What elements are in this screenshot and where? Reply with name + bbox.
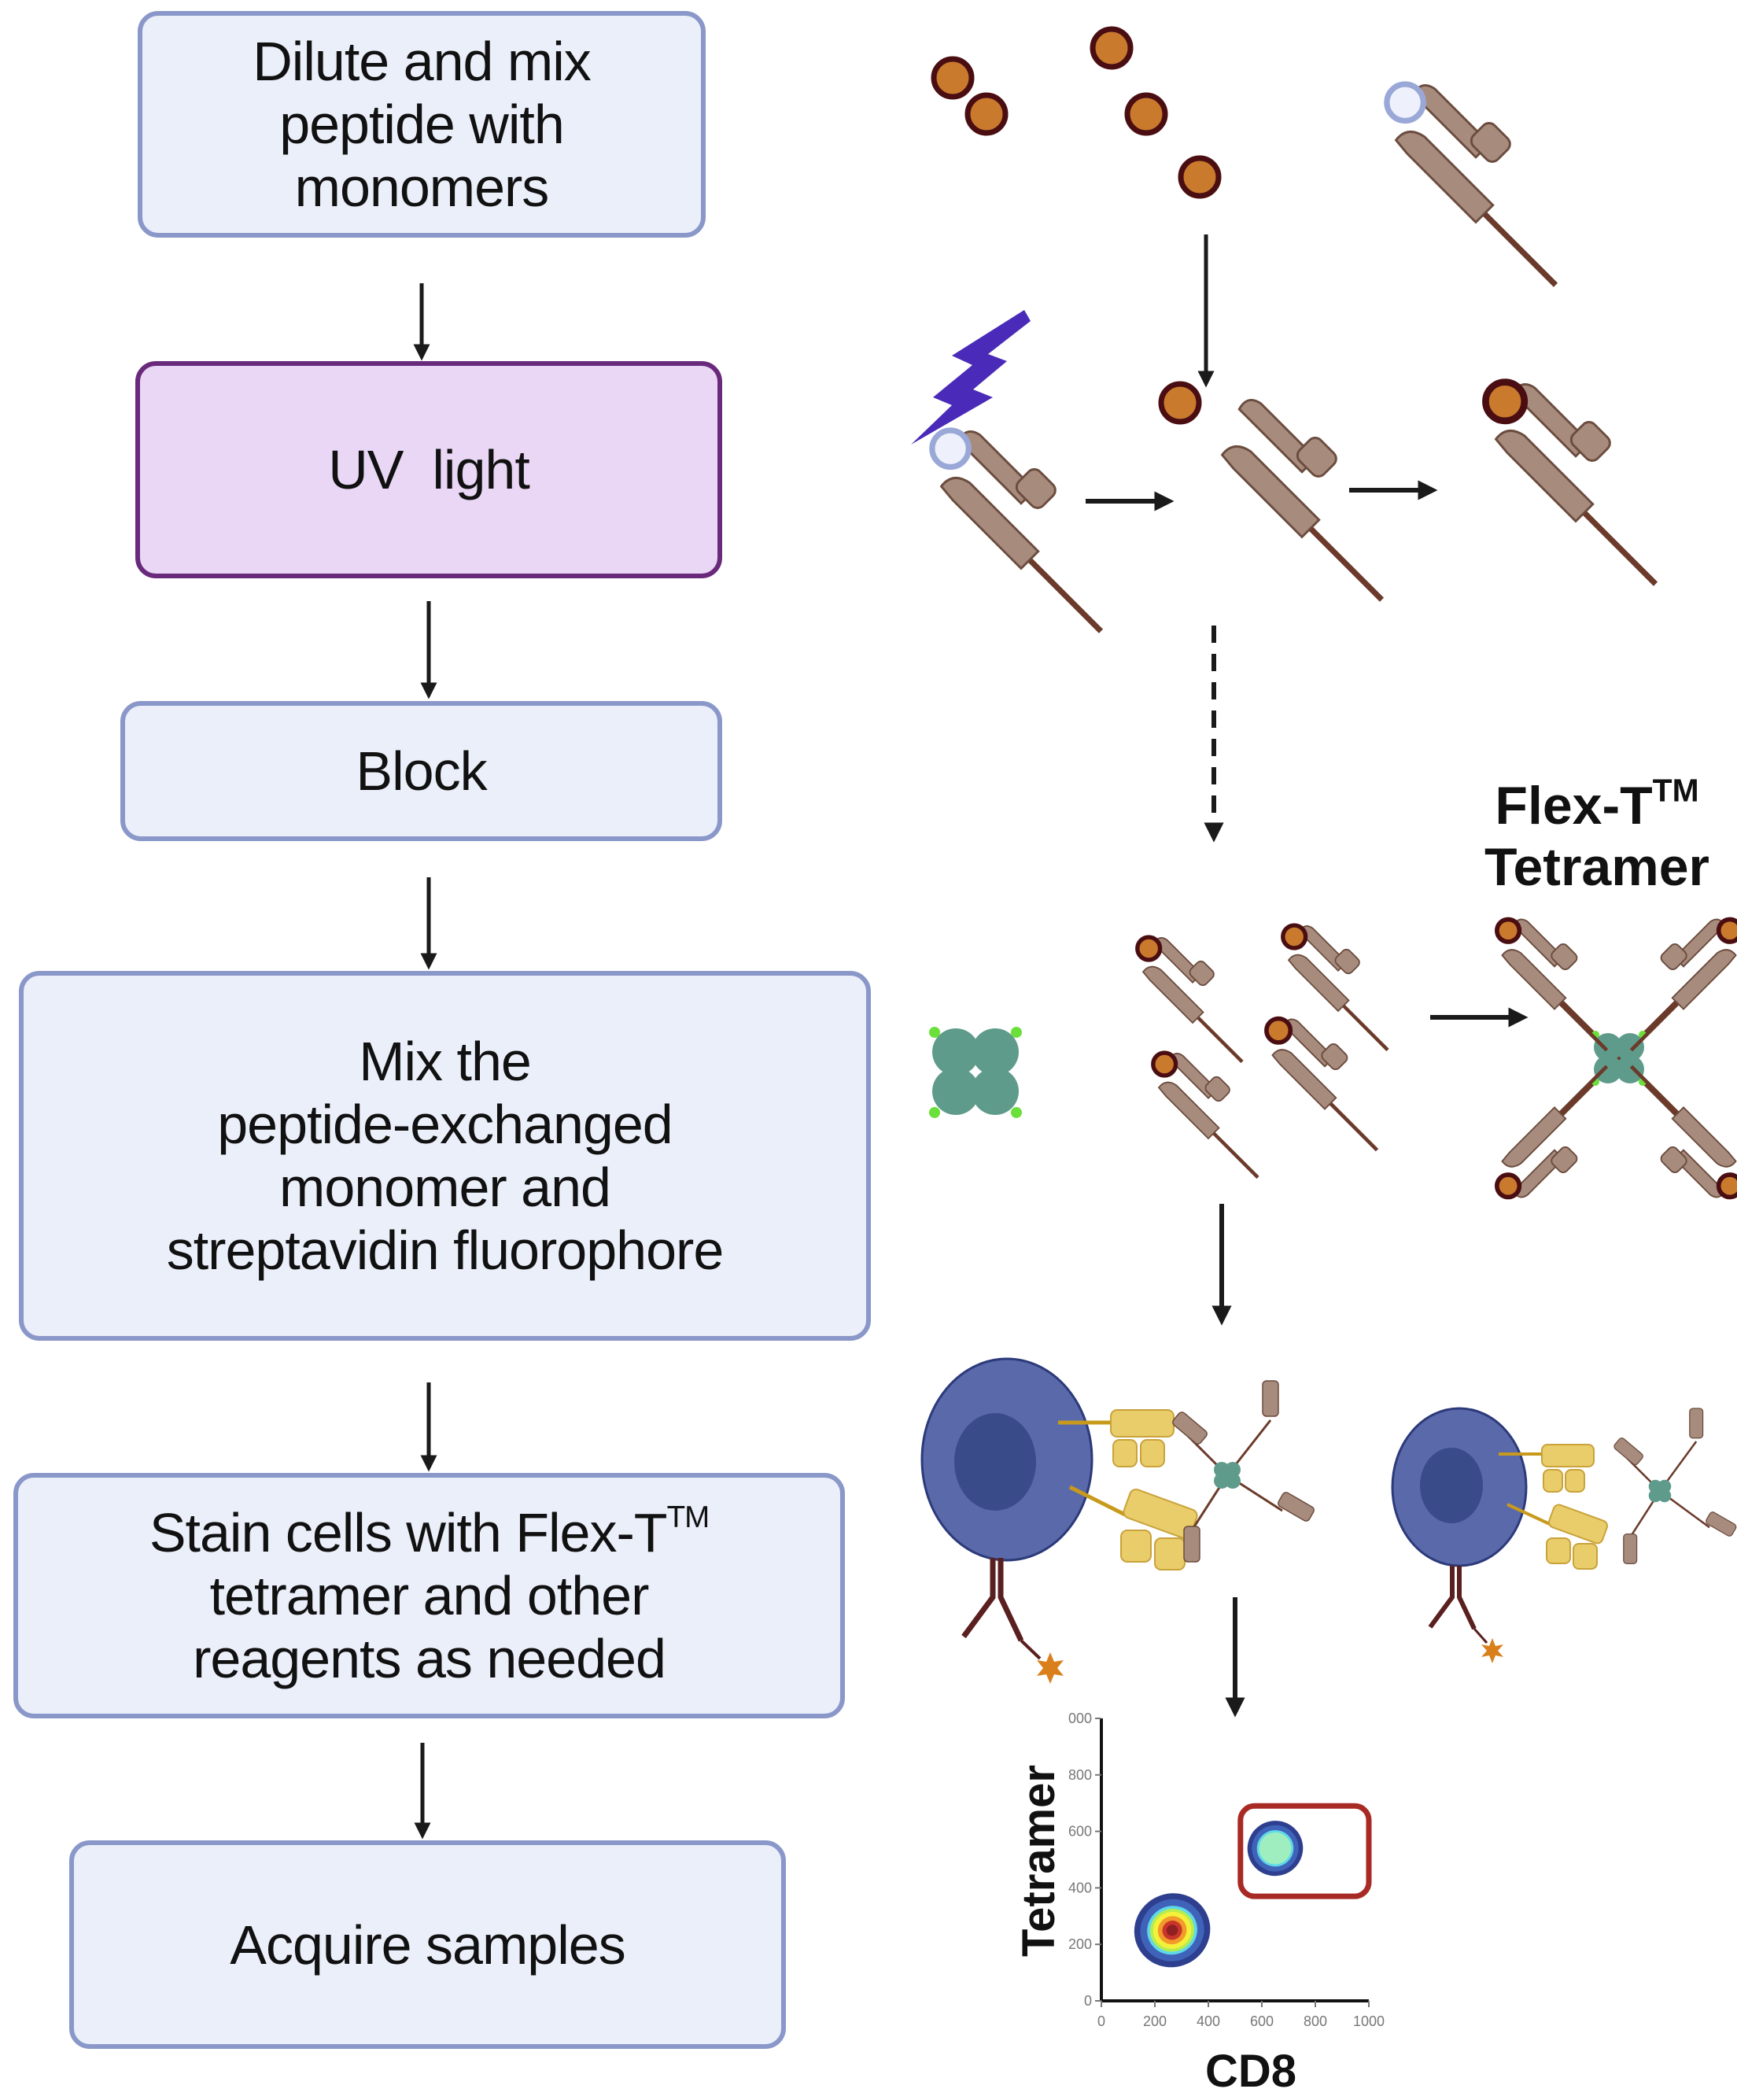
x-tick-label: 800 (1304, 2013, 1327, 2029)
step-uv-light: UV light (135, 361, 722, 578)
density-contour (1259, 1832, 1292, 1865)
peptide-circle-icon (1158, 381, 1202, 425)
gate-rectangle[interactable] (1237, 1803, 1372, 1899)
streptavidin-tetramer-icon (929, 1027, 1022, 1118)
density-contour (1166, 1925, 1178, 1936)
trademark-sup: TM (1652, 772, 1699, 809)
peptide-circle-icon (931, 56, 975, 100)
peptide-group (931, 26, 1222, 199)
step-label-rest: tetramer and other reagents as needed (193, 1565, 666, 1689)
mhc-monomer-icon (1482, 378, 1655, 585)
step-label: Block (356, 740, 487, 802)
y-axis-label: Tetramer (1013, 1765, 1064, 1957)
step-label: Dilute and mix peptide with monomers (253, 31, 592, 218)
y-tick-label: 0 (1084, 1993, 1092, 2009)
y-tick-label: 200 (1068, 1936, 1092, 1952)
step-acquire-samples: Acquire samples (69, 1840, 786, 2049)
x-axis-label: CD8 (1205, 2046, 1296, 2097)
peptide-circle-icon (1178, 155, 1222, 199)
mhc-monomer-icon (1281, 923, 1388, 1050)
step-label: Mix the peptide-exchanged monomer and st… (166, 1031, 725, 1281)
step-label: Acquire samples (230, 1914, 625, 1976)
fluorophore-star-icon (1037, 1652, 1064, 1684)
x-tick-label: 200 (1143, 2013, 1167, 2029)
x-tick-label: 1000 (1353, 2013, 1385, 2029)
exchanged-monomers (1135, 923, 1388, 1177)
step-label: UV light (328, 439, 530, 500)
x-tick-label: 0 (1097, 2013, 1105, 2029)
flow-cytometry-plot: 0 200 400 600 800 1000 0 200 400 600 800 000 Tetram… (1013, 1711, 1385, 2097)
antibody-icon (961, 1558, 1042, 1660)
mhc-monomer-icon (1384, 81, 1556, 285)
density-layer (1134, 1821, 1304, 1968)
tetramer-title: Flex-TTM Tetramer (1459, 772, 1735, 898)
x-tick-label: 600 (1250, 2013, 1274, 2029)
y-tick-label: 400 (1068, 1880, 1092, 1895)
fluorophore-star-icon (1481, 1638, 1503, 1663)
peptide-circle-icon (1124, 92, 1168, 136)
mhc-monomer-icon (929, 427, 1101, 631)
step-block: Block (120, 701, 722, 841)
ticks-layer: 0 200 400 600 800 1000 0 200 400 600 800 000 (1068, 1711, 1385, 2029)
peptide-circle-icon (964, 92, 1009, 136)
mhc-monomer-icon (1223, 400, 1382, 600)
y-tick-label: 600 (1068, 1824, 1092, 1840)
step-dilute-mix: Dilute and mix peptide with monomers (138, 11, 706, 238)
uv-lightning-icon (911, 310, 1031, 445)
y-tick-label: 000 (1068, 1711, 1092, 1726)
step-label-main: Stain cells with Flex-T (149, 1502, 668, 1563)
mhc-monomer-icon (1264, 1016, 1377, 1150)
x-tick-label: 400 (1197, 2013, 1220, 2029)
tetramer-title-line2: Tetramer (1484, 837, 1709, 897)
tetramer-title-line1: Flex-T (1495, 776, 1653, 836)
trademark-sup: TM (666, 1500, 710, 1535)
t-cell-icon (1391, 1407, 1737, 1663)
mhc-monomer-icon (1135, 935, 1242, 1061)
t-cell-icon (920, 1357, 1315, 1684)
peptide-circle-icon (1090, 26, 1134, 70)
y-tick-label: 800 (1068, 1767, 1092, 1783)
step-label: Stain cells with Flex-TTM tetramer and o… (149, 1500, 710, 1690)
flex-t-tetramer-icon (1494, 917, 1737, 1200)
antibody-icon (1428, 1566, 1488, 1644)
step-mix-streptavidin: Mix the peptide-exchanged monomer and st… (19, 971, 871, 1341)
step-stain-cells: Stain cells with Flex-TTM tetramer and o… (13, 1473, 845, 1718)
mhc-monomer-icon (1151, 1050, 1258, 1177)
